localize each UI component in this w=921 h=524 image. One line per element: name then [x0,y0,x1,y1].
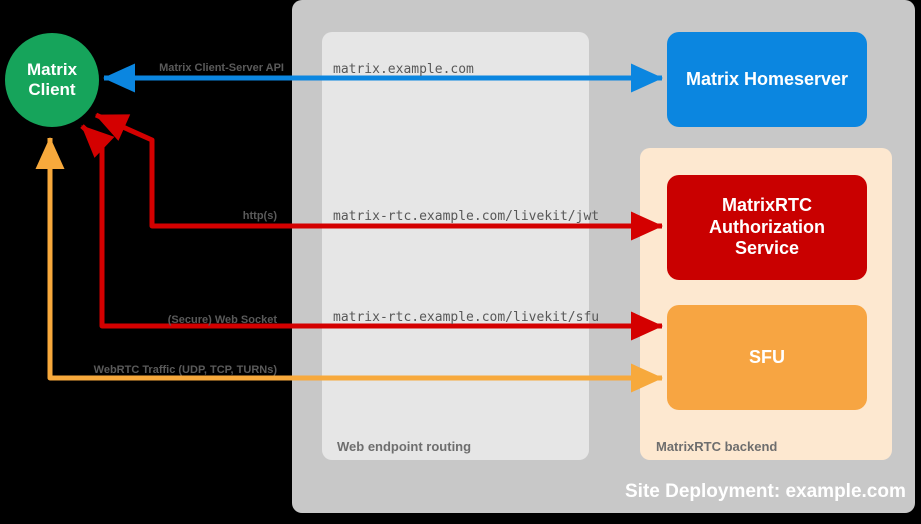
node-sfu[interactable]: SFU [667,305,867,410]
endpoint-matrix-example-com: matrix.example.com [333,62,474,77]
connector-webrtc [35,136,664,393]
matrix-client-label-line2: Client [28,80,76,99]
sfu-label: SFU [749,346,785,367]
node-matrixrtc-authorization-service[interactable]: MatrixRTC Authorization Service [667,175,867,280]
endpoint-livekit-jwt: matrix-rtc.example.com/livekit/jwt [333,209,600,224]
label-websocket-protocol: (Secure) Web Socket [167,314,277,326]
label-webrtc-protocol: WebRTC Traffic (UDP, TCP, TURNs) [93,364,277,376]
auth-label-line2: Authorization [709,216,825,237]
endpoint-livekit-sfu: matrix-rtc.example.com/livekit/sfu [333,310,600,325]
node-matrix-homeserver[interactable]: Matrix Homeserver [667,32,867,127]
caption-web-endpoint-routing: Web endpoint routing [337,439,472,454]
label-jwt-protocol: http(s) [242,210,277,222]
auth-label-line1: MatrixRTC [721,194,812,215]
caption-site-deployment: Site Deployment: example.com [625,481,906,502]
label-cs-api-protocol: Matrix Client-Server API [159,62,284,74]
caption-matrixrtc-backend: MatrixRTC backend [656,439,778,454]
matrix-client-label-line1: Matrix [26,59,78,79]
auth-label-line3: Service [734,238,800,259]
matrix-homeserver-label: Matrix Homeserver [685,68,849,89]
node-matrix-client[interactable]: Matrix Client [5,33,99,127]
